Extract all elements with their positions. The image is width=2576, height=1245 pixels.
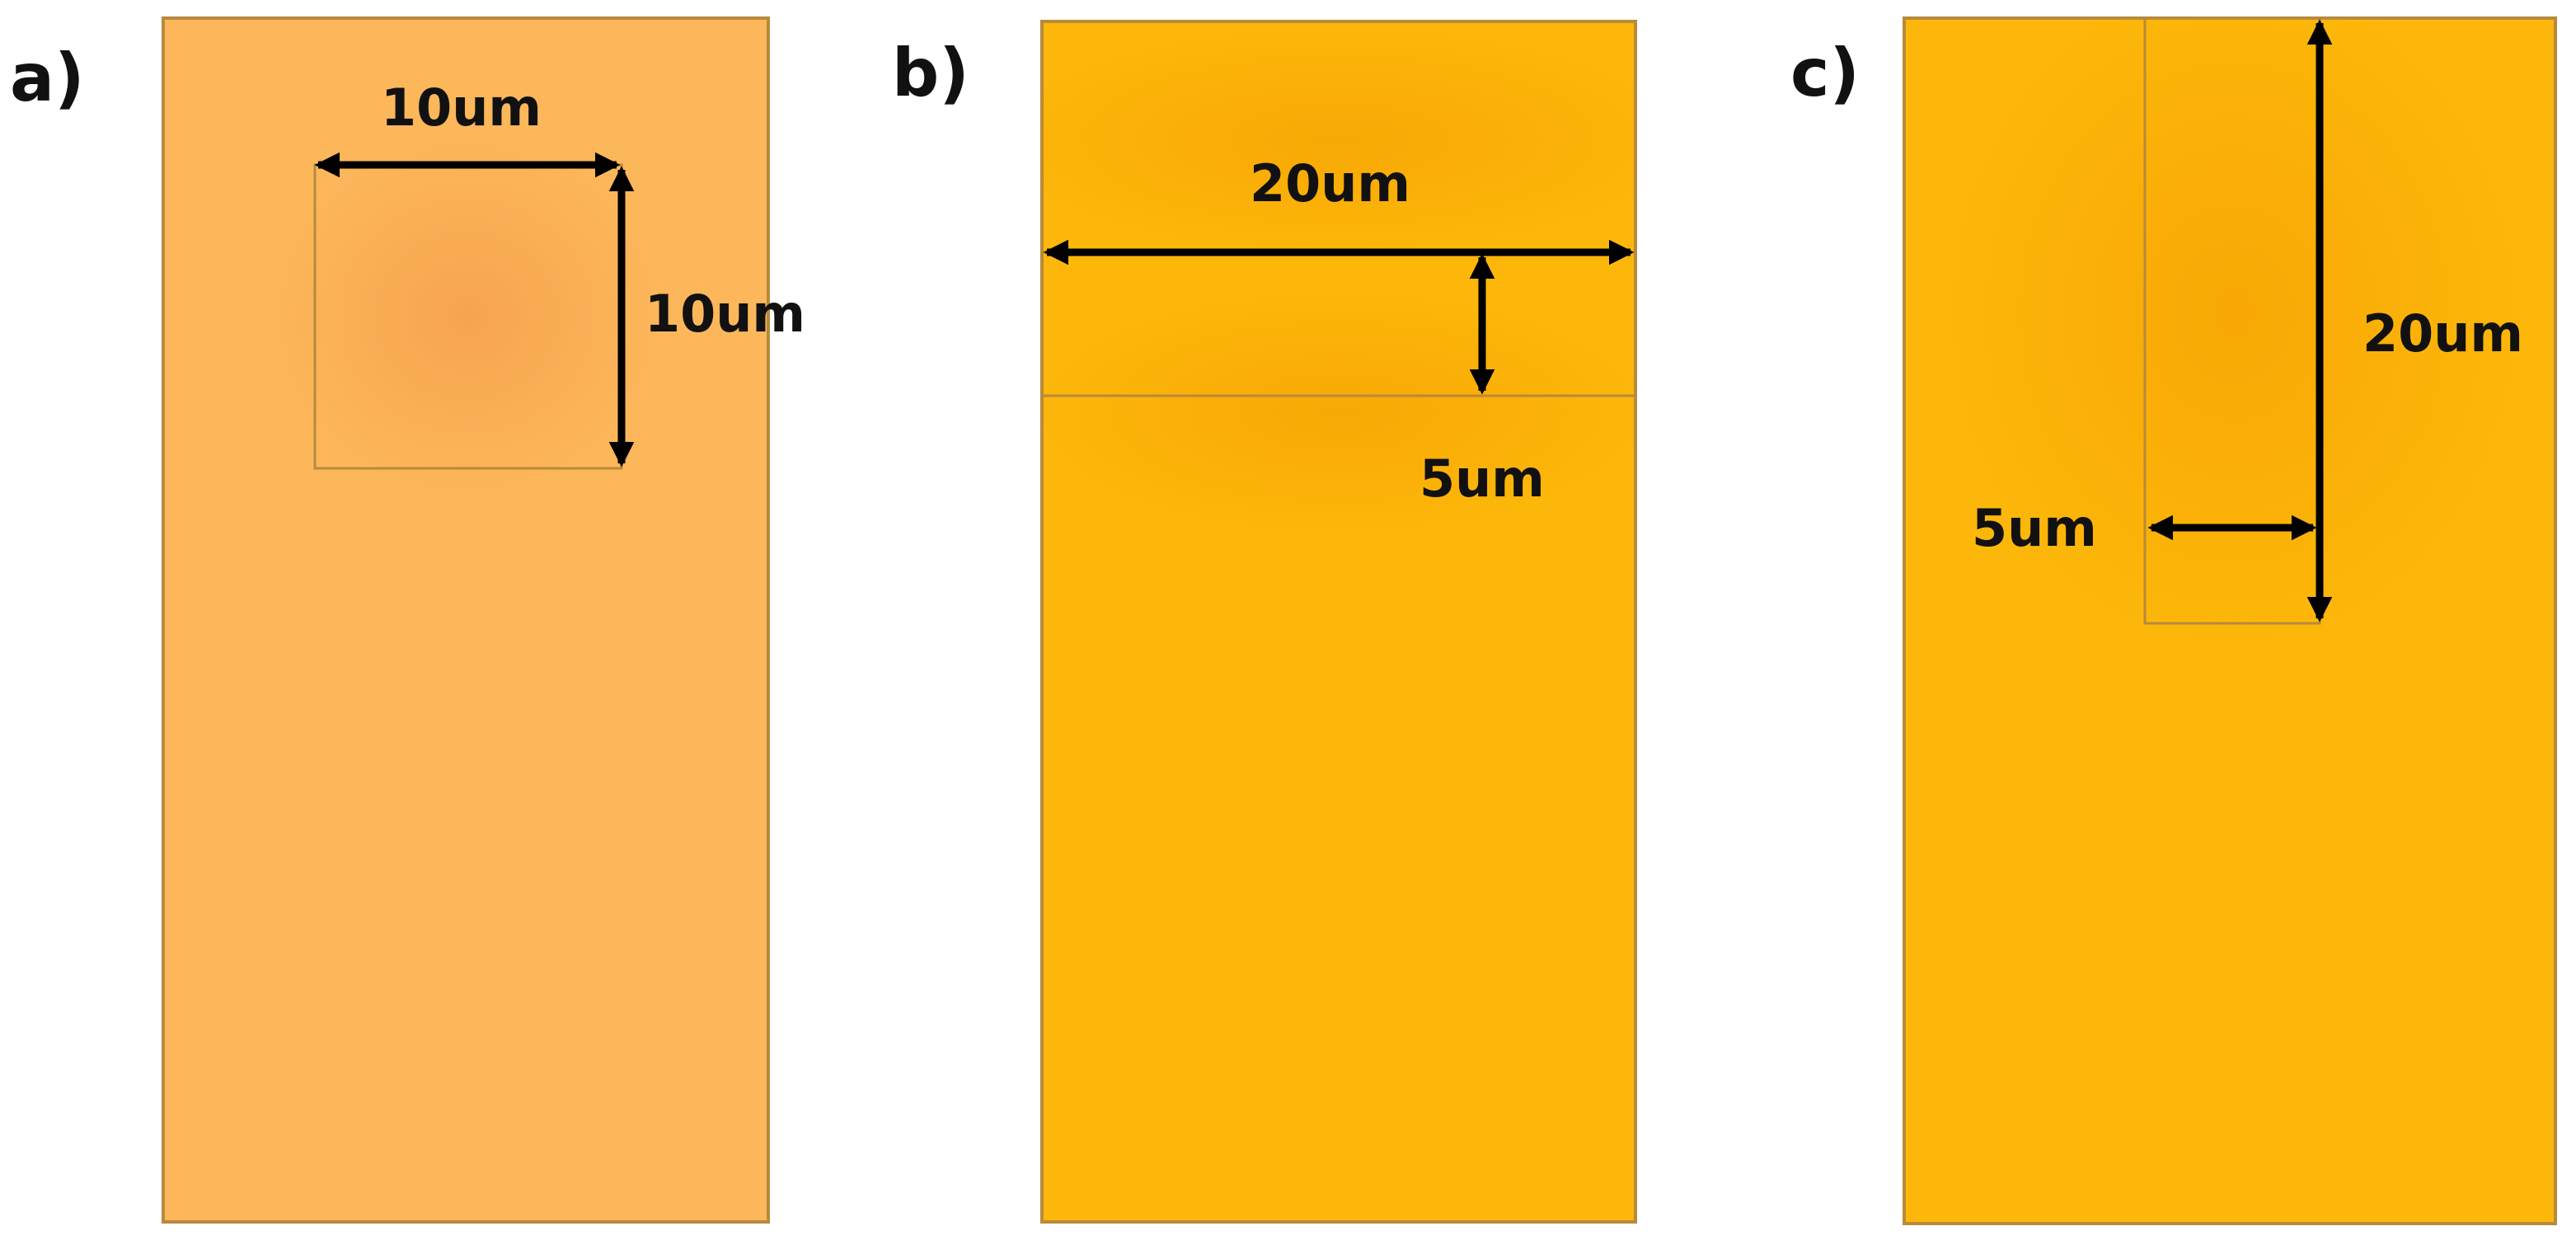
panel-b: b) 20um 5um <box>892 20 1637 1224</box>
height-dimension-label: 5um <box>1419 449 1545 509</box>
panel-b-glow-band <box>1042 289 1635 536</box>
height-dimension-label: 10um <box>645 284 805 344</box>
height-dimension-label: 20um <box>2363 303 2523 364</box>
width-dimension-label: 10um <box>381 78 542 138</box>
width-dimension-label: 5um <box>1972 498 2097 558</box>
panel-a: a) 10um 10um <box>10 16 805 1224</box>
panel-a-glow <box>260 127 673 506</box>
width-dimension-label: 20um <box>1250 153 1410 214</box>
panel-c-glow <box>1937 18 2531 660</box>
panel-c: c) 20um 5um <box>1790 16 2557 1225</box>
panel-b-label: b) <box>892 35 969 111</box>
panel-a-label: a) <box>10 40 85 116</box>
panel-c-label: c) <box>1790 35 1860 111</box>
panel-b-glow-top <box>1042 25 1635 256</box>
